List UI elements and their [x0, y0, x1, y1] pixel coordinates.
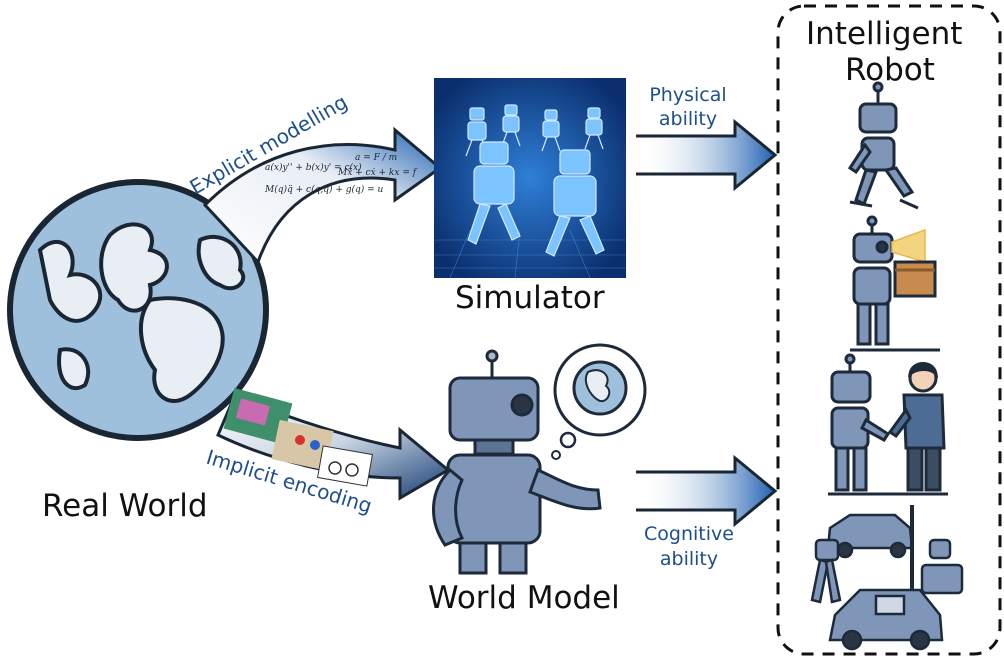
walking-robot-icon: [847, 81, 919, 210]
explicit-formulas: a(x)y'' + b(x)y' = c(x) M(q)q̈ + c(q,q̇)…: [264, 153, 418, 195]
formula-4: a = F / m: [355, 153, 397, 163]
simulator-image: [434, 78, 626, 279]
formula-1: a(x)y'' + b(x)y' = c(x): [265, 162, 362, 173]
simulator-label: Simulator: [455, 280, 605, 316]
earth-illustration: [7, 179, 269, 441]
formula-3: Mẍ + cẋ + kx = f: [337, 168, 418, 178]
thought-bubble: [551, 343, 647, 460]
cognitive-ability-arrow: [636, 454, 778, 528]
world-model-label: World Model: [428, 580, 620, 616]
robot-carrying-box-icon: [850, 215, 940, 352]
real-world-label: Real World: [42, 488, 208, 524]
intelligent-robot-title-line2: Robot: [845, 52, 935, 88]
intelligent-robot-title-line1: Intelligent: [806, 16, 963, 52]
robots-factory-icon: [810, 505, 964, 651]
physical-ability-label-line1: Physical: [649, 84, 727, 106]
world-model-robot: [432, 349, 602, 575]
robot-handshake-icon: [828, 353, 948, 496]
implicit-media-thumbnails: [223, 387, 373, 487]
formula-2: M(q)q̈ + c(q,q̇) + g(q) = u: [264, 184, 384, 195]
physical-ability-arrow: [636, 118, 778, 192]
cognitive-ability-label-line2: ability: [659, 548, 719, 570]
cognitive-ability-label-line1: Cognitive: [644, 523, 734, 545]
intelligent-robot-panel: [776, 4, 1002, 656]
physical-ability-label-line2: ability: [658, 108, 718, 130]
